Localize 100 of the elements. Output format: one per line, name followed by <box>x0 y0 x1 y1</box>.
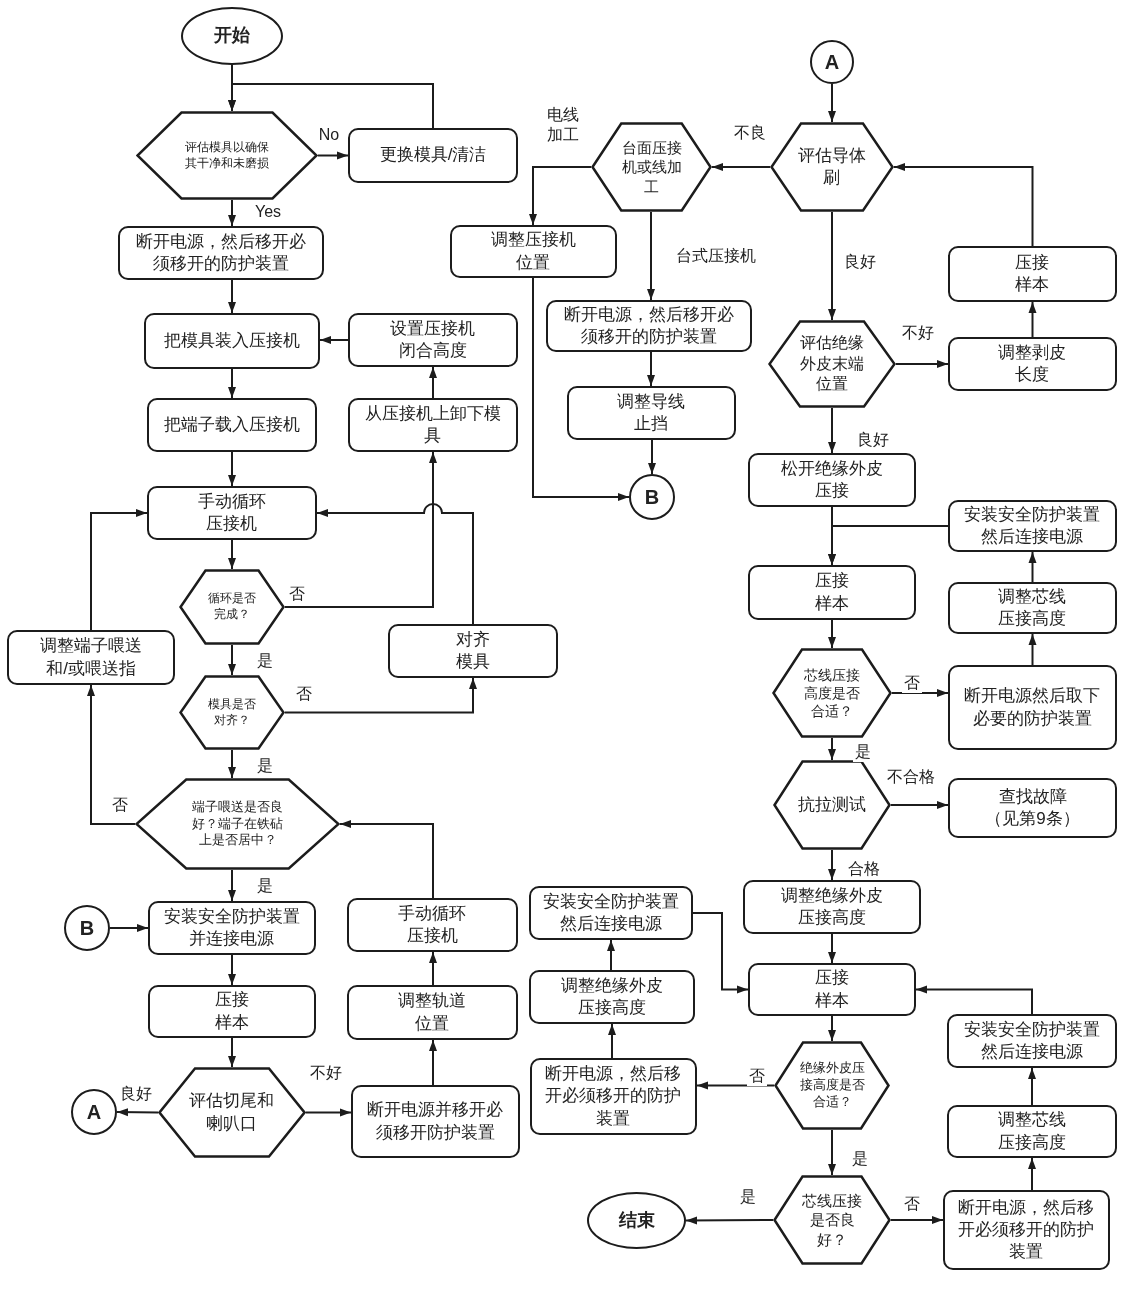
arrow <box>828 211 836 321</box>
arrow <box>529 166 592 226</box>
terminal-oval: 结束 <box>587 1192 686 1249</box>
process-box: 调整压接机位置 <box>450 225 617 278</box>
arrow <box>228 451 236 487</box>
arrow <box>685 1216 774 1225</box>
arrow <box>893 163 1034 247</box>
process-box: 更换模具/清洁 <box>348 128 518 183</box>
edge-label: 否 <box>902 1194 922 1214</box>
process-box: 安装安全防护装置然后连接电源 <box>947 1014 1117 1068</box>
arrow <box>228 279 236 314</box>
arrow <box>915 985 1033 1015</box>
process-box: 查找故障（见第9条） <box>948 778 1117 838</box>
connector-circle: B <box>64 905 110 951</box>
process-box: 断开电源，然后移开必须移开的防护装置 <box>943 1190 1110 1270</box>
arrow <box>828 407 836 454</box>
arrow <box>1028 1157 1036 1191</box>
edge-label: 是 <box>850 1149 870 1169</box>
arrow <box>284 677 477 714</box>
decision-hexagon: 端子喂送是否良好？端子在铁砧上是否居中？ <box>135 778 340 870</box>
edge-label: 是 <box>255 756 275 776</box>
arrow <box>87 684 136 825</box>
edge-label: 不好 <box>308 1063 344 1083</box>
process-box: 调整绝缘外皮压接高度 <box>743 880 921 934</box>
process-box: 断开电源，然后移开必须移开的防护装置 <box>530 1058 697 1135</box>
arrow <box>828 933 836 964</box>
arrow <box>317 151 349 160</box>
arrow <box>228 749 236 779</box>
decision-hexagon: 芯线压接是否良好？ <box>773 1175 891 1265</box>
edge-label: 是 <box>255 651 275 671</box>
decision-hexagon: 循环是否完成？ <box>179 569 285 645</box>
arrow <box>339 820 434 899</box>
process-box: 调整轨道位置 <box>347 985 518 1040</box>
arrow <box>895 360 949 368</box>
arrow <box>828 619 836 649</box>
arrow <box>828 83 836 123</box>
arrow <box>319 336 349 344</box>
arrow <box>607 939 615 971</box>
arrow <box>696 1081 775 1090</box>
edge-label: 否 <box>287 584 307 604</box>
process-box: 调整绝缘外皮压接高度 <box>529 970 695 1024</box>
process-box: 调整导线止挡 <box>567 386 736 440</box>
arrow <box>608 1023 616 1059</box>
process-box: 对齐模具 <box>388 624 558 678</box>
arrow <box>228 83 434 129</box>
process-box: 把端子载入压接机 <box>147 398 317 452</box>
edge-label: 是 <box>738 1187 758 1207</box>
arrow <box>647 351 655 387</box>
edge-label: 是 <box>853 742 873 762</box>
connector-circle: A <box>71 1089 117 1135</box>
process-box: 调整芯线压接高度 <box>948 582 1117 634</box>
arrow <box>647 211 655 301</box>
edge-label: 不良 <box>732 123 768 143</box>
arrow <box>228 954 236 986</box>
edge-label: 不好 <box>900 323 936 343</box>
process-box: 安装安全防护装置然后连接电源 <box>529 886 693 940</box>
arrow <box>228 199 236 227</box>
arrow <box>228 644 236 676</box>
process-box: 安装安全防护装置并连接电源 <box>148 901 316 955</box>
arrow <box>692 912 749 994</box>
decision-hexagon: 评估绝缘外皮末端位置 <box>768 320 896 408</box>
arrow <box>1028 633 1037 666</box>
process-box: 压接样本 <box>148 985 316 1038</box>
arrow <box>429 951 437 986</box>
process-box: 从压接机上卸下模具 <box>348 398 518 452</box>
process-box: 设置压接机闭合高度 <box>348 313 518 367</box>
arrow <box>90 509 148 631</box>
arrow <box>109 924 149 932</box>
process-box: 手动循环压接机 <box>147 486 317 540</box>
edge-label: 否 <box>902 673 922 693</box>
arrow <box>1028 551 1037 583</box>
arrow <box>828 737 836 761</box>
decision-hexagon: 评估切尾和喇叭口 <box>158 1067 306 1158</box>
edge-label: 不合格 <box>885 767 937 787</box>
arrow <box>284 451 437 608</box>
arrow <box>228 869 236 902</box>
edge-label: 是 <box>255 876 275 896</box>
arrow <box>228 1037 236 1068</box>
arrow <box>828 849 836 881</box>
arrow <box>305 1108 352 1117</box>
decision-hexagon: 台面压接机或线加工 <box>591 122 712 212</box>
arrow <box>429 1039 437 1086</box>
arrow <box>316 503 474 625</box>
decision-hexagon: 评估模具以确保其干净和未磨损 <box>136 111 318 200</box>
edge-label: 否 <box>110 795 130 815</box>
arrow <box>890 801 949 809</box>
process-box: 压接样本 <box>948 246 1117 302</box>
edge-label: 合格 <box>846 859 882 879</box>
decision-hexagon: 评估导体刷 <box>770 122 894 212</box>
process-box: 断开电源并移开必须移开防护装置 <box>351 1085 520 1158</box>
arrow <box>828 1129 836 1176</box>
terminal-oval: 开始 <box>181 7 283 65</box>
decision-hexagon: 芯线压接高度是否合适？ <box>772 648 892 738</box>
edge-label: 否 <box>294 684 314 704</box>
process-box: 调整端子喂送和/或喂送指 <box>7 630 175 685</box>
arrow <box>228 539 236 570</box>
process-box: 把模具装入压接机 <box>144 313 320 369</box>
process-box: 断开电源然后取下必要的防护装置 <box>948 665 1117 750</box>
connector-circle: A <box>810 40 854 84</box>
arrow <box>1028 301 1037 338</box>
